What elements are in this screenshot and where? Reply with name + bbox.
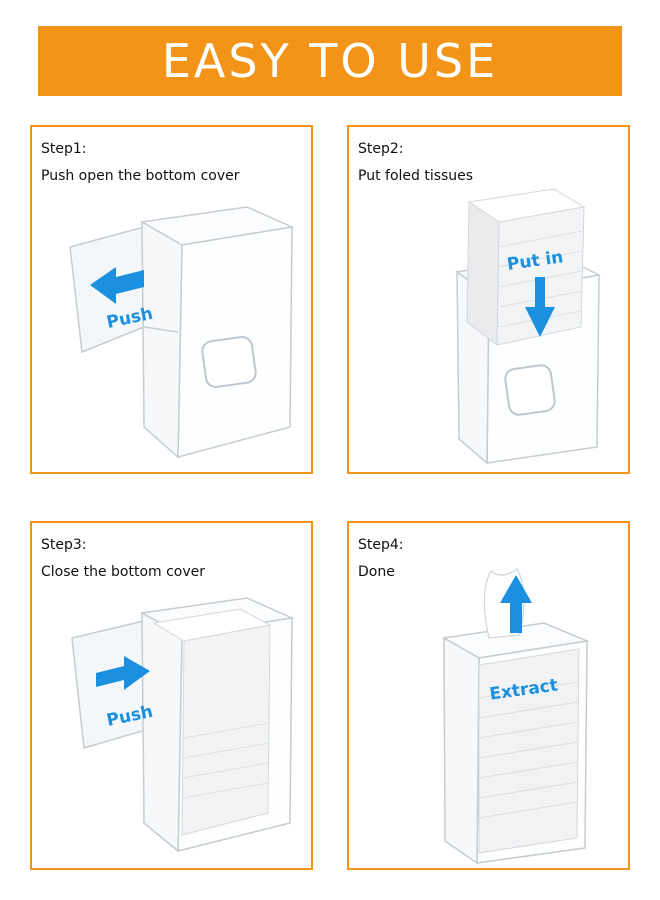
step-panel-1: Push Step1: Push open the bottom cover (30, 125, 313, 474)
tissue-box-illustration: Push (69, 206, 295, 459)
step-panel-4: Extract Step4: Done (347, 521, 630, 870)
step-description: Put foled tissues (358, 168, 474, 184)
left-arrow-icon (90, 267, 144, 304)
tissue-box-illustration: Put in (455, 188, 602, 465)
tissue-box-illustration: Extract (441, 568, 590, 865)
down-arrow-icon (525, 277, 555, 337)
step-number: Step4: (358, 537, 404, 553)
step-number: Step1: (41, 141, 87, 157)
right-arrow-icon (96, 656, 150, 690)
step-description: Done (358, 564, 395, 580)
step-number: Step3: (41, 537, 87, 553)
step-panel-2: Put in Step2: Put foled tissues (347, 125, 630, 474)
up-arrow-icon (500, 575, 532, 633)
header-banner: EASY TO USE (38, 26, 622, 96)
step-description: Push open the bottom cover (41, 168, 240, 184)
tissue-box-illustration: Push (71, 597, 295, 853)
page-title: EASY TO USE (161, 34, 499, 88)
step-number: Step2: (358, 141, 404, 157)
step-description: Close the bottom cover (41, 564, 206, 580)
step-panel-3: Push Step3: Close the bottom cover (30, 521, 313, 870)
